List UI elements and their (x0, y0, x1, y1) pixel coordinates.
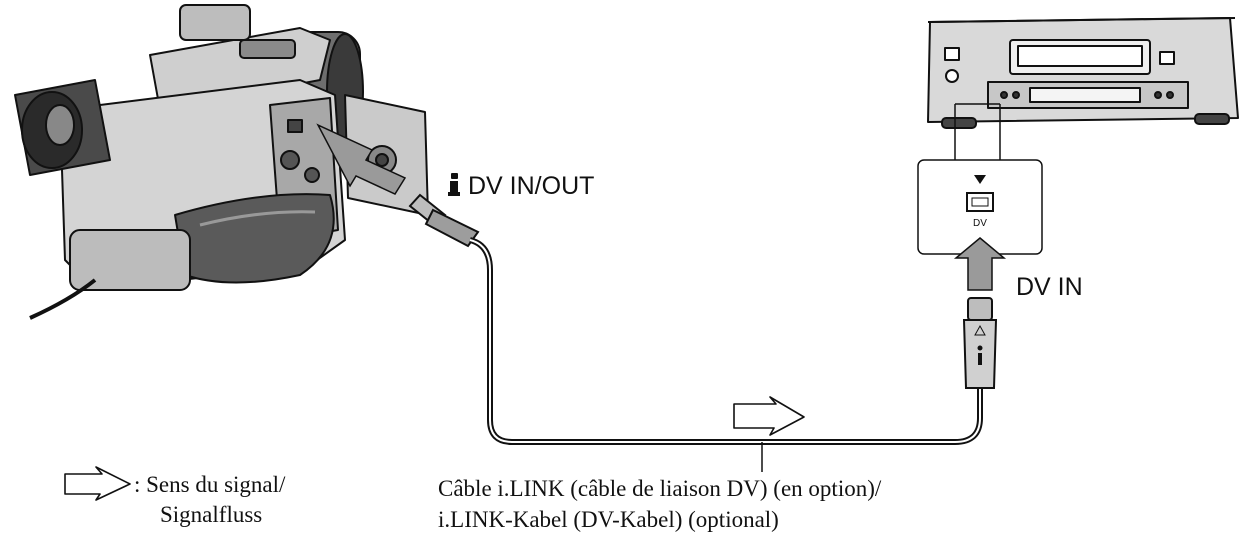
i-link-cable (408, 193, 998, 472)
legend-text-line-2: Signalfluss (160, 502, 263, 527)
camcorder-port-label: DV IN/OUT (448, 172, 594, 201)
camcorder-illustration (14, 4, 429, 320)
vcr-port-label: DV IN (1016, 273, 1083, 301)
vcr-panel-port-label: DV (973, 218, 987, 229)
legend-signal-arrow-icon (64, 466, 131, 501)
plug-in-arrow-vcr-icon (953, 237, 1007, 291)
plug-in-arrow-camcorder-icon (316, 123, 407, 195)
i-link-icon (448, 173, 460, 197)
legend-text-line-1: : Sens du signal/ (134, 472, 286, 497)
cable-label-line-2: i.LINK-Kabel (DV-Kabel) (optional) (438, 507, 779, 532)
cable-label-line-1: Câble i.LINK (câble de liaison DV) (en o… (438, 476, 882, 501)
vcr-illustration (927, 17, 1239, 129)
signal-flow-arrow-icon (733, 396, 805, 436)
